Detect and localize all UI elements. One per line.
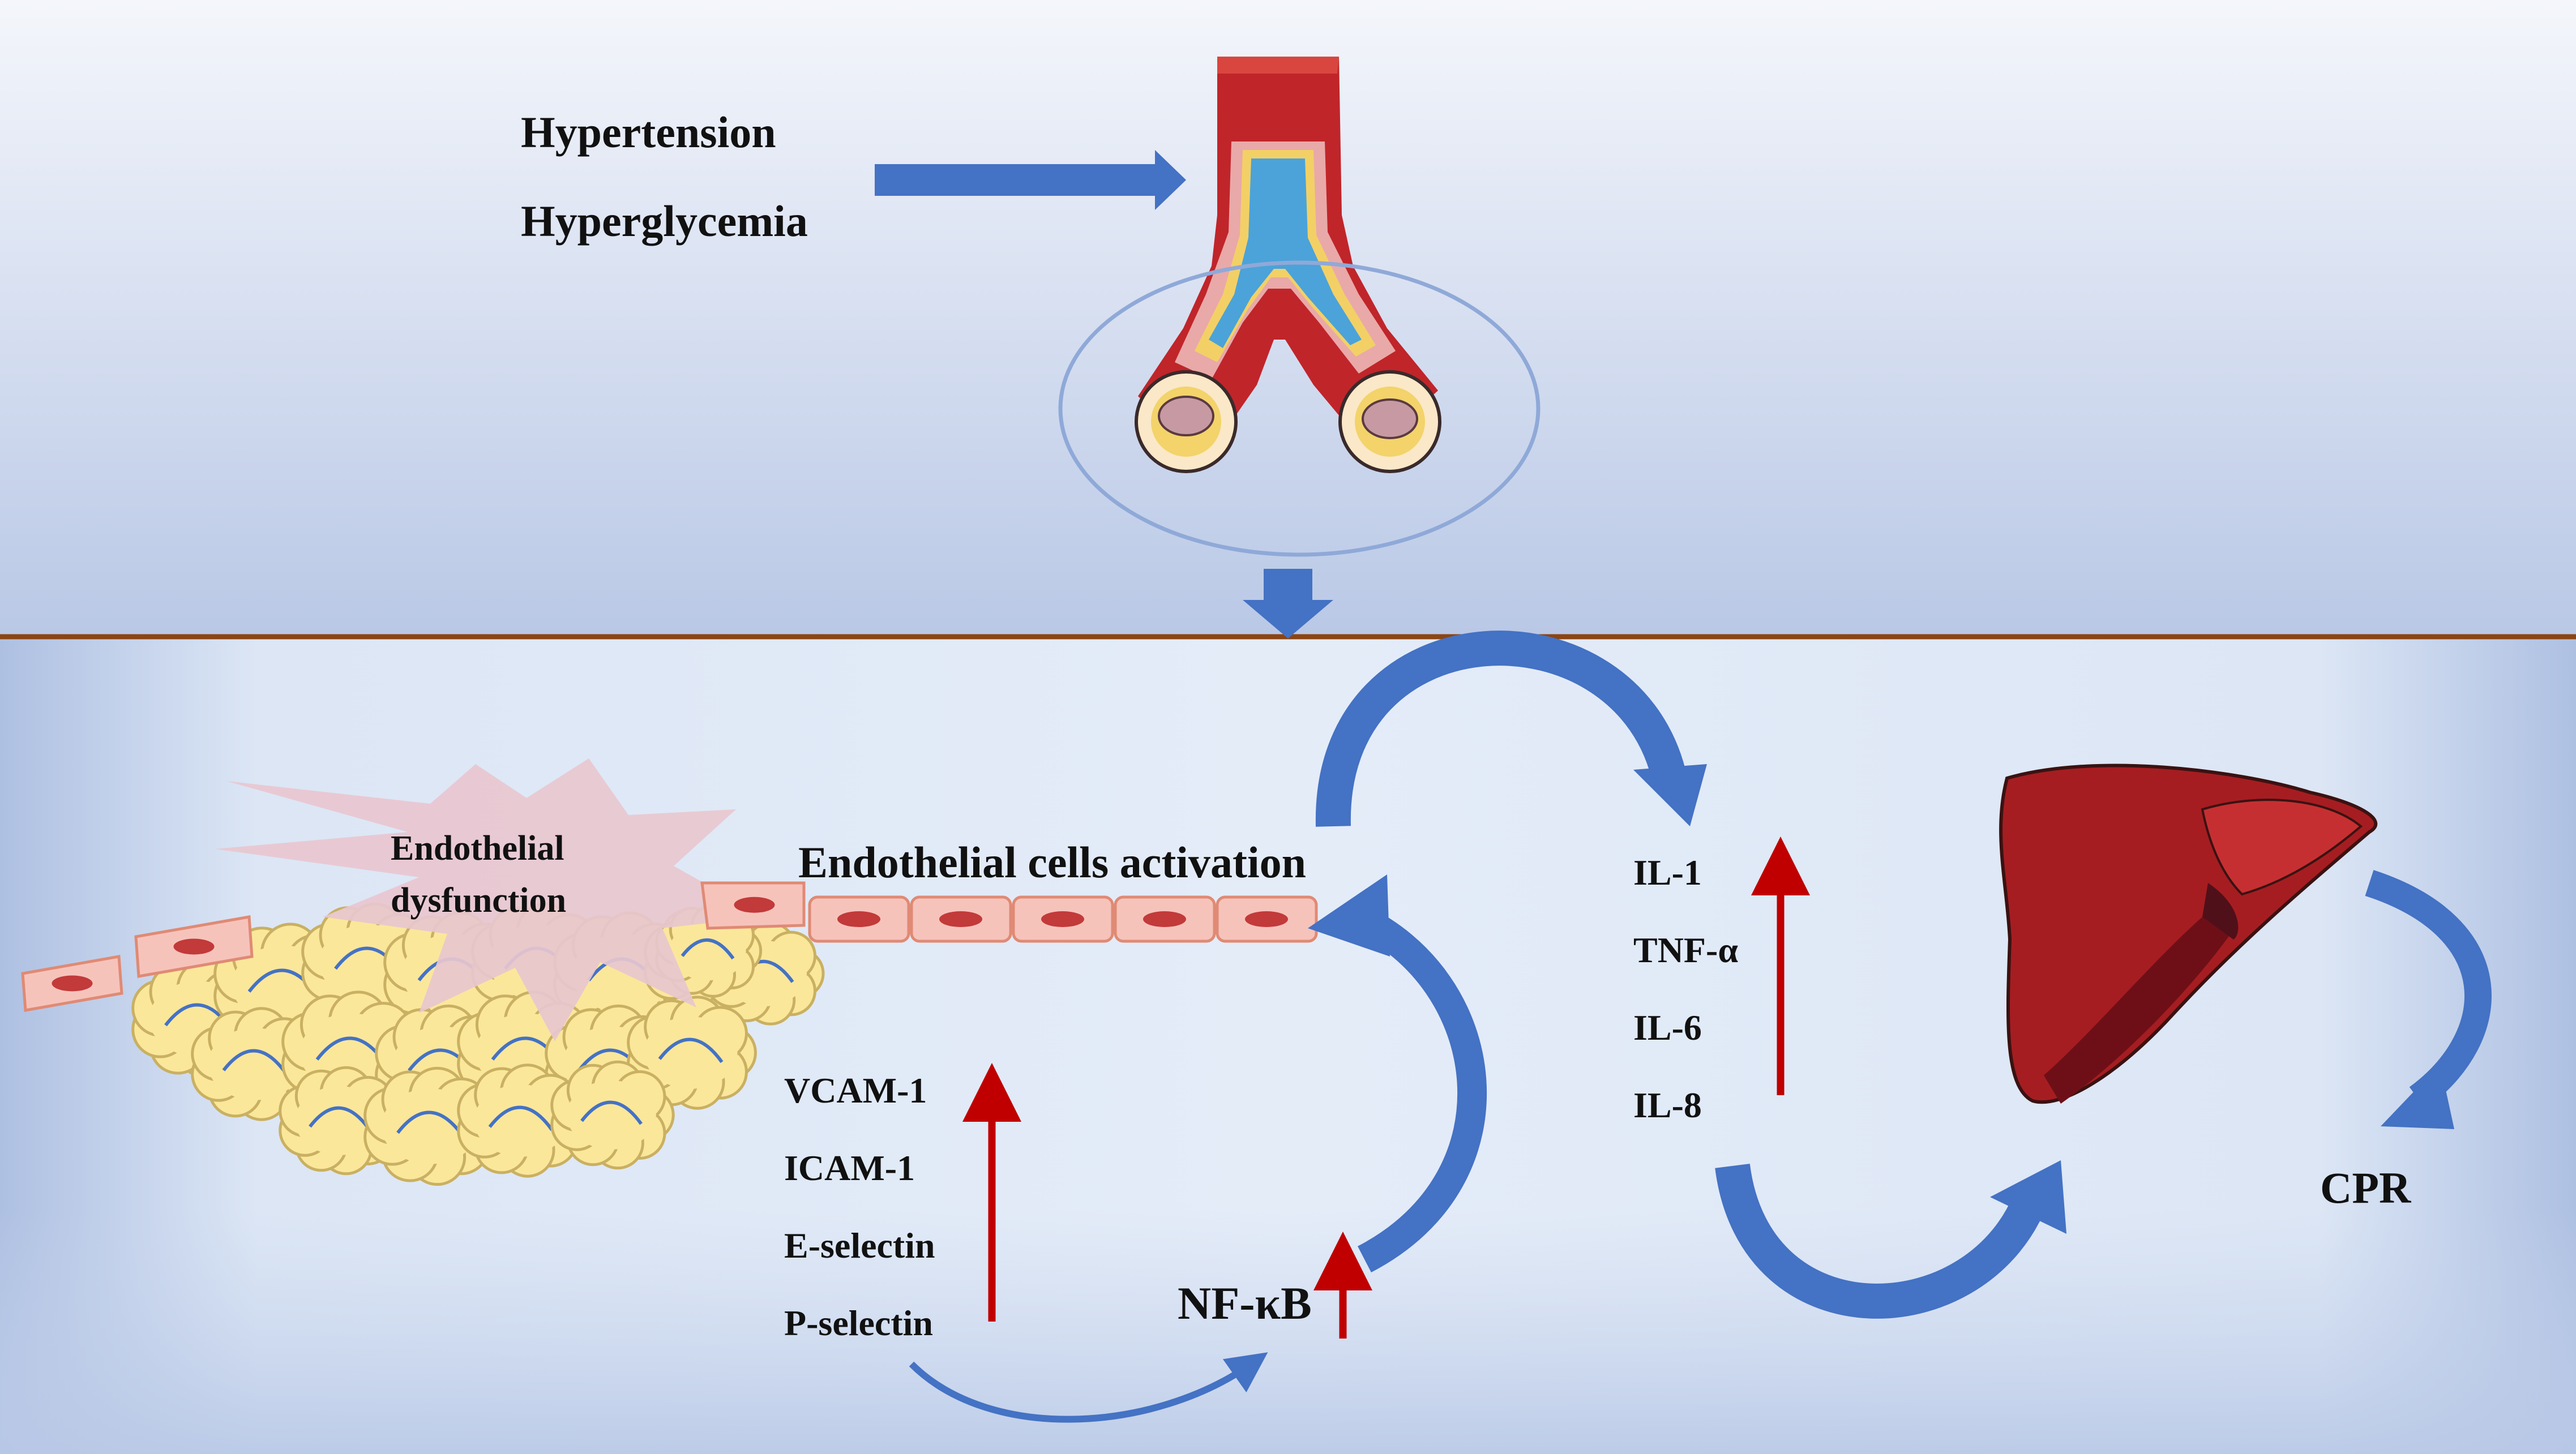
liver-to-cpr-arrow xyxy=(2365,870,2492,1109)
down-arrow xyxy=(1243,569,1333,638)
adipocyte xyxy=(627,996,757,1110)
label-e-selectin: E-selectin xyxy=(784,1225,935,1266)
endothelial-cell-icon xyxy=(1216,895,1318,943)
selectin-to-nfkb-arrow xyxy=(909,1352,1268,1423)
artery-bifurcation-icon xyxy=(1135,57,1441,473)
label-nfkb: NF-κB xyxy=(1178,1277,1312,1329)
nfkb-to-activation-arrow xyxy=(1350,903,1487,1273)
label-endothelial-activation: Endothelial cells activation xyxy=(798,838,1306,887)
endothelial-cell-icon xyxy=(910,895,1012,943)
endothelial-cell-icon xyxy=(808,895,910,943)
label-tnf-alpha: TNF-α xyxy=(1633,930,1739,970)
label-il6: IL-6 xyxy=(1633,1007,1702,1048)
label-hyperglycemia: Hyperglycemia xyxy=(521,196,808,246)
label-p-selectin: P-selectin xyxy=(784,1303,933,1343)
label-cpr: CPR xyxy=(2320,1163,2411,1212)
label-vcam1: VCAM-1 xyxy=(784,1070,927,1110)
liver-icon xyxy=(1999,764,2378,1104)
endothelial-cell-icon xyxy=(700,881,806,930)
starburst-icon xyxy=(215,758,764,1041)
activation-to-cytokines-arrow xyxy=(1315,631,1688,827)
label-il1: IL-1 xyxy=(1633,852,1702,893)
label-hypertension: Hypertension xyxy=(521,108,776,157)
label-endothelial: Endothelial xyxy=(391,829,564,868)
endothelial-cell-icon xyxy=(1114,895,1216,943)
endothelial-cell-icon xyxy=(21,955,123,1012)
cytokines-to-liver-arrow xyxy=(1715,1163,2049,1319)
endothelial-cell-icon xyxy=(1012,895,1114,943)
highlight-ellipse xyxy=(1058,260,1541,557)
risk-factor-arrow xyxy=(875,150,1186,210)
adipocyte xyxy=(550,1060,675,1170)
label-dysfunction: dysfunction xyxy=(391,881,567,920)
endothelial-layer xyxy=(21,881,1318,1012)
label-il8: IL-8 xyxy=(1633,1085,1702,1125)
endothelial-cell-icon xyxy=(134,915,254,978)
label-icam1: ICAM-1 xyxy=(784,1148,915,1188)
